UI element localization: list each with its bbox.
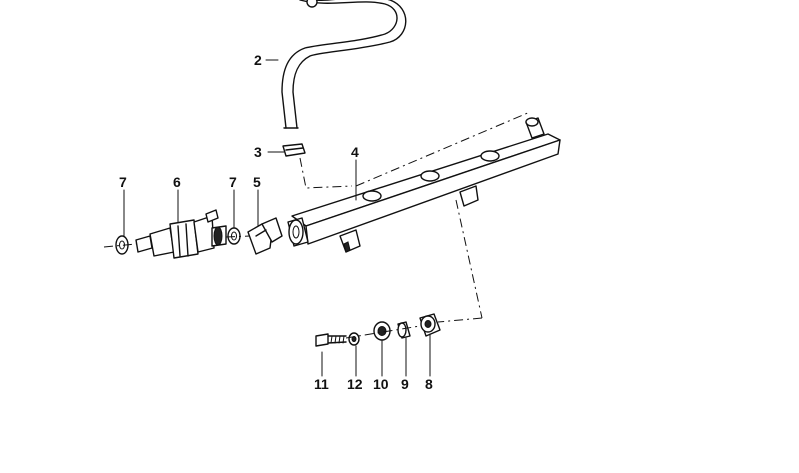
assembly-lines (299, 111, 531, 339)
part-hose-clamp (282, 143, 306, 157)
callout-6: 6 (173, 174, 181, 190)
part-fuel-injector (135, 209, 227, 259)
callout-7-right: 7 (229, 174, 237, 190)
callout-8: 8 (425, 376, 433, 392)
leader-lines (123, 59, 431, 377)
part-grommet (373, 321, 391, 341)
callout-3: 3 (254, 144, 262, 160)
callout-2: 2 (254, 52, 262, 68)
callout-9: 9 (401, 376, 409, 392)
callout-4: 4 (351, 144, 359, 160)
part-spacer-sleeve (397, 321, 411, 339)
callout-10: 10 (373, 376, 389, 392)
part-bolt (315, 333, 347, 347)
callouts: 2 3 4 5 6 7 7 8 9 10 11 12 (119, 52, 433, 392)
callout-5: 5 (253, 174, 261, 190)
part-rubber-mount (419, 313, 441, 337)
callout-12: 12 (347, 376, 363, 392)
part-retaining-clip (247, 217, 283, 255)
part-fuel-hose (281, 0, 407, 129)
part-fuel-rail (287, 117, 561, 253)
part-o-ring-left (115, 235, 129, 255)
callout-7-left: 7 (119, 174, 127, 190)
part-o-ring-right (227, 227, 241, 245)
part-washer-small (348, 332, 360, 346)
callout-11: 11 (314, 376, 329, 392)
